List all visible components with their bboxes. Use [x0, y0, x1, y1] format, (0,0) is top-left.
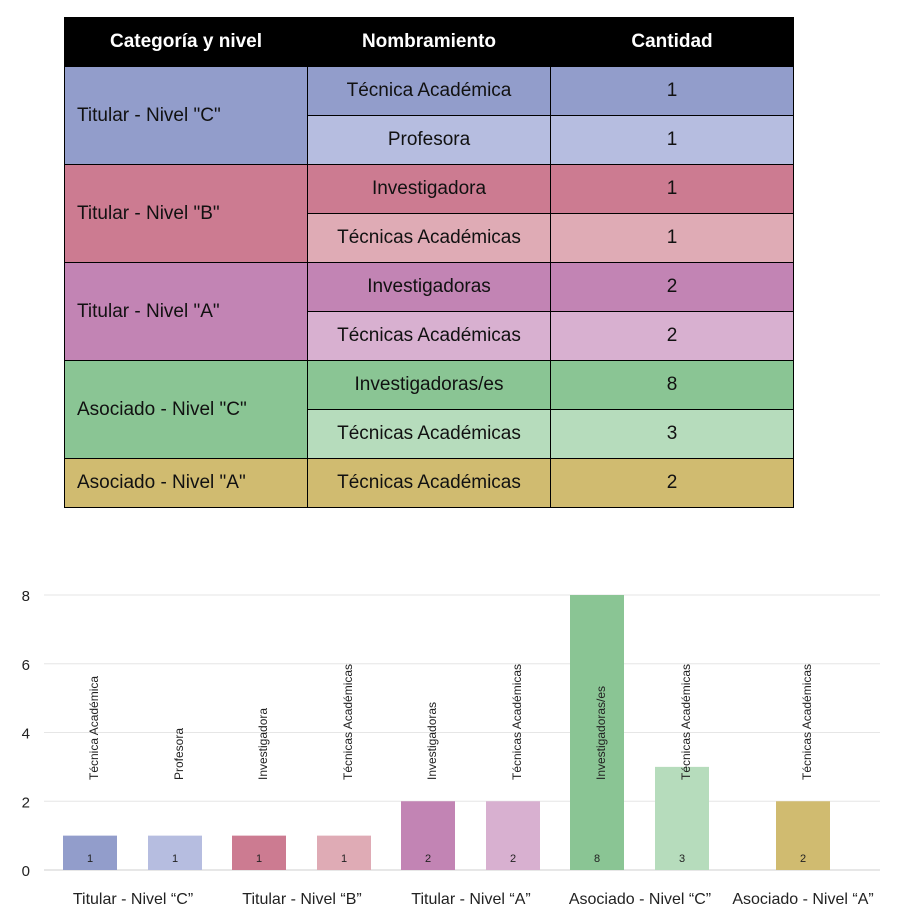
bar-name-label: Técnicas Académicas — [341, 664, 355, 780]
bar-chart: 0 2 4 6 8 1 Técnica Académica 1 ProfesoraTitular… — [22, 588, 880, 908]
bar-value-label: 1 — [256, 853, 262, 865]
category-cell: Asociado - Nivel "A" — [64, 458, 308, 508]
bar-value-label: 8 — [594, 853, 600, 865]
bar-value-label: 2 — [510, 853, 516, 865]
bar — [148, 835, 202, 870]
bar-name-label: Técnicas Académicas — [800, 664, 814, 780]
appointment-cell: Investigadoras — [307, 262, 551, 312]
header-quantity: Cantidad — [550, 17, 794, 67]
bar-name-label: Investigadora — [256, 708, 270, 780]
y-tick-label: 0 — [22, 863, 30, 880]
quantity-cell: 1 — [550, 115, 794, 165]
header-category: Categoría y nivel — [64, 17, 308, 67]
y-tick-label: 6 — [22, 657, 30, 674]
quantity-cell: 1 — [550, 66, 794, 116]
bar — [63, 835, 117, 870]
quantity-cell: 1 — [550, 213, 794, 263]
category-cell: Asociado - Nivel "C" — [64, 360, 308, 459]
appointment-cell: Técnica Académica — [307, 66, 551, 116]
appointment-cell: Técnicas Académicas — [307, 458, 551, 508]
appointments-table: Categoría y nivel Nombramiento Cantidad … — [64, 17, 794, 508]
quantity-cell: 8 — [550, 360, 794, 410]
appointment-cell: Investigadora — [307, 164, 551, 214]
x-group-label: Titular - Nivel “A” — [411, 891, 530, 908]
bar — [776, 801, 830, 870]
bar-value-label: 2 — [425, 853, 431, 865]
bar — [486, 801, 540, 870]
bar-name-label: Investigadoras/es — [594, 686, 608, 780]
bar — [401, 801, 455, 870]
bar-name-label: Profesora — [172, 728, 186, 780]
y-tick-label: 8 — [22, 588, 30, 605]
appointment-cell: Técnicas Académicas — [307, 311, 551, 361]
bar-name-label: Técnicas Académicas — [510, 664, 524, 780]
y-tick-label: 4 — [22, 726, 30, 743]
header-appointment: Nombramiento — [307, 17, 551, 67]
bar-name-label: Técnicas Académicas — [679, 664, 693, 780]
bar — [570, 595, 624, 870]
table-header-row: Categoría y nivel Nombramiento Cantidad — [64, 17, 794, 67]
quantity-cell: 2 — [550, 458, 794, 508]
quantity-cell: 2 — [550, 311, 794, 361]
quantity-cell: 3 — [550, 409, 794, 459]
bar — [655, 766, 709, 870]
bar-value-label: 1 — [87, 853, 93, 865]
bar-name-label: Técnica Académica — [87, 676, 101, 780]
appointment-cell: Técnicas Académicas — [307, 213, 551, 263]
x-group-label: Asociado - Nivel “C” — [569, 891, 711, 908]
bar-value-label: 1 — [341, 853, 347, 865]
quantity-cell: 2 — [550, 262, 794, 312]
appointment-cell: Técnicas Académicas — [307, 409, 551, 459]
category-cell: Titular - Nivel "C" — [64, 66, 308, 165]
y-tick-label: 2 — [22, 794, 30, 811]
bar-value-label: 1 — [172, 853, 178, 865]
bar — [232, 835, 286, 870]
appointment-cell: Investigadoras/es — [307, 360, 551, 410]
category-cell: Titular - Nivel "A" — [64, 262, 308, 361]
bar-value-label: 2 — [800, 853, 806, 865]
x-group-label: Titular - Nivel “C” — [73, 891, 193, 908]
x-group-label: Titular - Nivel “B” — [242, 891, 361, 908]
category-cell: Titular - Nivel "B" — [64, 164, 308, 263]
bar-value-label: 3 — [679, 853, 685, 865]
quantity-cell: 1 — [550, 164, 794, 214]
bar — [317, 835, 371, 870]
bar-name-label: Investigadoras — [425, 702, 439, 780]
appointment-cell: Profesora — [307, 115, 551, 165]
x-group-label: Asociado - Nivel “A” — [732, 891, 873, 908]
